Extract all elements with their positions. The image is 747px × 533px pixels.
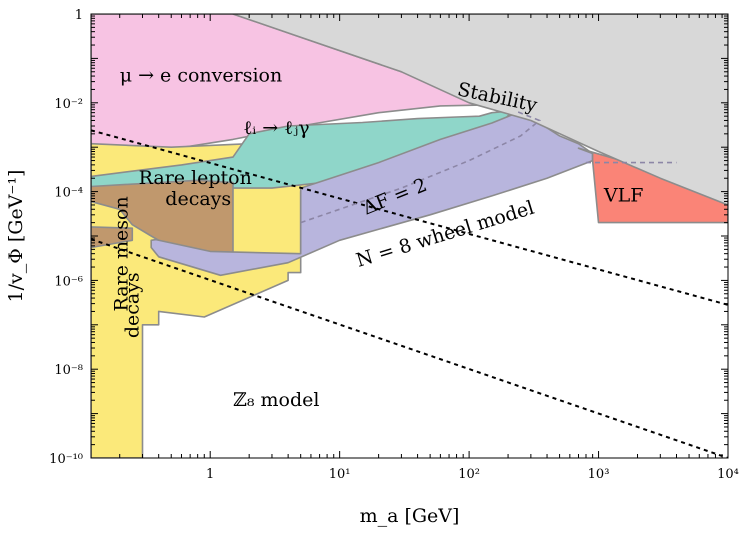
line-lower-dashed (91, 238, 728, 458)
line-f-dashed (300, 110, 542, 224)
y-axis-title: 1/v_Φ [GeV⁻¹] (5, 170, 27, 303)
x-tick-label: 10¹ (329, 467, 351, 482)
label-text: ℓᵢ → ℓⱼγ (243, 117, 309, 139)
line-upper-dashed (91, 129, 728, 306)
label-e-conversion: μ → e conversion (120, 65, 283, 87)
label-decays: decays (122, 272, 144, 338)
y-tick-label: 10⁻⁸ (54, 363, 83, 378)
label-decays: decays (165, 188, 231, 210)
label-vlf: VLF (603, 184, 644, 206)
axis-ticks: 1 10¹ 10² 10³ 10⁴ 1 10⁻² 10⁻⁴ 10⁻⁶ 10⁻⁸ 10⁻¹⁰ (49, 8, 739, 482)
y-tick-label: 10⁻¹⁰ (49, 452, 83, 467)
label-model: ℤ₈ model (233, 389, 319, 411)
y-tick-label: 1 (75, 8, 83, 23)
y-tick-label: 10⁻⁶ (54, 274, 83, 289)
y-tick-label: 10⁻² (54, 97, 83, 112)
label-rare-meson: Rare meson (111, 196, 133, 311)
region-stability (232, 14, 728, 206)
boundary-lines (91, 110, 728, 458)
x-tick-label: 10² (458, 467, 480, 482)
y-tick-label: 10⁻⁴ (54, 186, 83, 201)
x-tick-label: 10⁴ (717, 467, 739, 482)
label-rare-lepton: Rare lepton (139, 167, 252, 189)
x-tick-label: 10³ (588, 467, 610, 482)
x-axis-title: m_a [GeV] (360, 505, 460, 527)
x-tick-label: 1 (206, 467, 214, 482)
region-vlf (577, 147, 728, 224)
